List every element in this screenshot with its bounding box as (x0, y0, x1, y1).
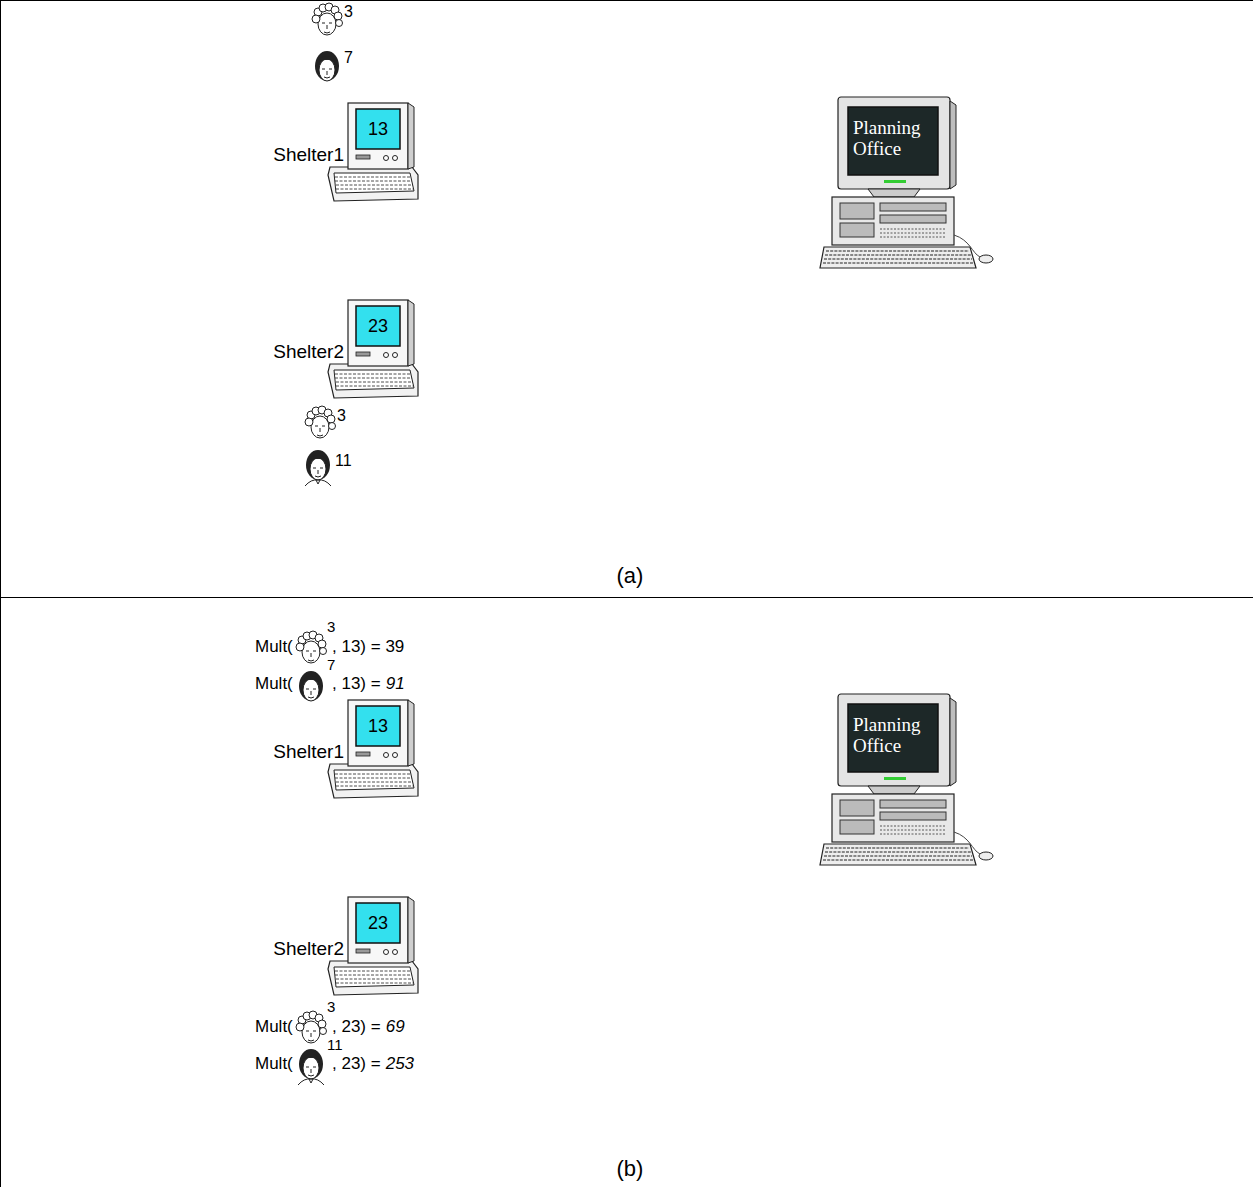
shelter-laptop: 13Shelter1 (250, 100, 420, 200)
screen-number: 23 (368, 914, 388, 933)
planning-office-computer: Planning Office (820, 95, 1000, 275)
shelter-name: Shelter1 (273, 145, 344, 165)
screen-number: 23 (368, 317, 388, 336)
panel-label: (a) (617, 564, 644, 587)
result-number: 253 (386, 1055, 414, 1073)
superscript-number: 3 (344, 4, 353, 21)
superscript-number: 3 (327, 619, 335, 635)
person-icon (296, 1011, 327, 1043)
superscript-number: 3 (337, 408, 346, 425)
result-number: 69 (386, 1018, 405, 1036)
person-icon (299, 671, 323, 701)
screen-label: Planning Office (853, 715, 935, 757)
formula-text: Mult( (255, 638, 293, 656)
shelter-laptop: 13Shelter1 (250, 697, 420, 797)
superscript-number: 7 (327, 657, 335, 673)
frame-line (0, 0, 1253, 1)
person-icon (305, 406, 336, 438)
shelter-name: Shelter2 (273, 342, 344, 362)
screen-number: 13 (368, 120, 388, 139)
person-icon (305, 450, 331, 486)
superscript-number: 11 (327, 1037, 343, 1053)
desktop-icon (820, 97, 993, 268)
formula-text: , 23) = (332, 1055, 381, 1073)
superscript-number: 7 (344, 50, 353, 67)
shelter-name: Shelter2 (273, 939, 344, 959)
shelter-laptop: 23Shelter2 (250, 892, 420, 992)
panel-label: (b) (617, 1157, 644, 1180)
screen-label: Planning Office (853, 118, 935, 160)
desktop-icon (820, 694, 993, 865)
superscript-number: 3 (327, 999, 335, 1015)
shelter-laptop: 23Shelter2 (250, 295, 420, 395)
person-icon (298, 1049, 324, 1085)
formula-text: Mult( (255, 1018, 293, 1036)
person-icon (312, 3, 343, 35)
formula-text: Mult( (255, 675, 293, 693)
result-number: 91 (386, 675, 405, 693)
panel-divider (0, 597, 1253, 598)
person-icon (315, 51, 339, 81)
planning-office-computer: Planning Office (820, 692, 1000, 872)
superscript-number: 11 (335, 453, 352, 470)
formula-text: Mult( (255, 1055, 293, 1073)
shelter-name: Shelter1 (273, 742, 344, 762)
screen-number: 13 (368, 717, 388, 736)
formula-text: , 23) = (332, 1018, 381, 1036)
formula-text: , 13) = (332, 675, 381, 693)
person-icon (296, 631, 327, 663)
frame-line (0, 0, 1, 1187)
formula-text: , 13) = 39 (332, 638, 404, 656)
